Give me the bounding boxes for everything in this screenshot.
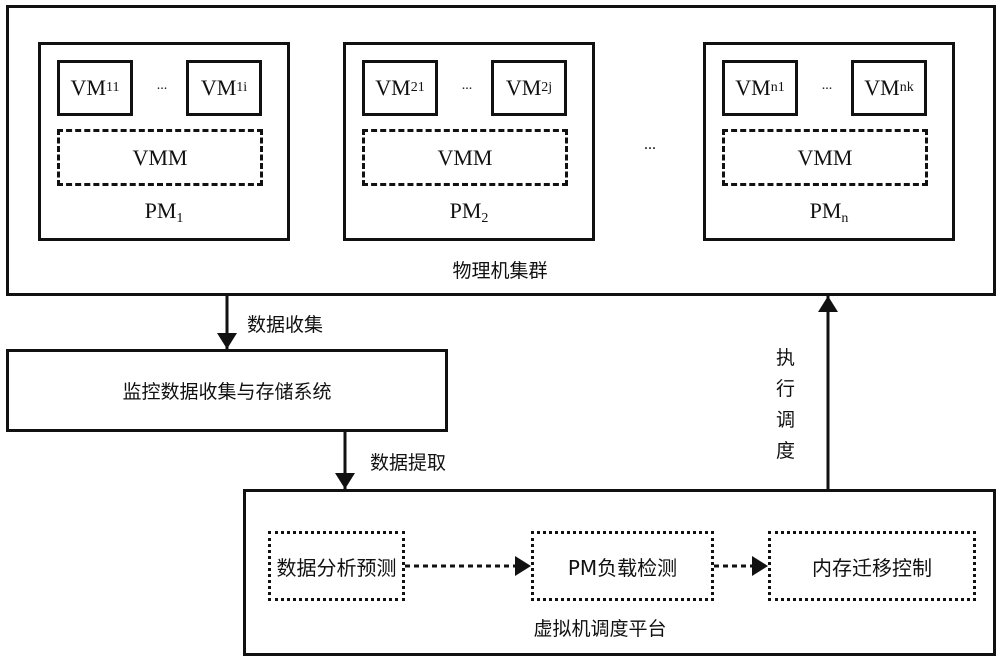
- cluster-ellipsis: ...: [644, 136, 656, 153]
- monitor-label: 监控数据收集与存储系统: [122, 381, 332, 403]
- vmm-box: VMM: [57, 129, 263, 186]
- step-memory-migration: 内存迁移控制: [768, 531, 976, 601]
- pm-name: PM: [144, 198, 177, 223]
- step-data-analysis: 数据分析预测: [268, 531, 405, 601]
- platform-label: 虚拟机调度平台: [533, 618, 667, 640]
- vm-subscript: 2j: [541, 80, 553, 95]
- pm-box: [703, 42, 955, 241]
- execute-char: 调: [776, 409, 796, 431]
- vm-subscript: 1i: [236, 80, 248, 95]
- vmm-label: VMM: [132, 144, 188, 170]
- vm-label: VM: [864, 75, 900, 100]
- pm-box: [38, 42, 290, 241]
- vmm-label: VMM: [797, 144, 853, 170]
- pm-subscript: n: [841, 211, 849, 226]
- vm-subscript: n1: [770, 80, 785, 95]
- pm-label: PMn: [703, 198, 955, 227]
- monitor-storage-box: 监控数据收集与存储系统: [6, 349, 448, 432]
- cluster-label: 物理机集群: [452, 260, 548, 282]
- vm-label: VM: [200, 75, 237, 100]
- pm-label: PM2: [343, 198, 595, 227]
- vm-label: VM: [505, 75, 542, 100]
- vm-label: VM: [735, 75, 771, 100]
- vm-subscript: 21: [410, 80, 425, 95]
- execute-char: 度: [776, 440, 796, 462]
- pm-label: PM1: [38, 198, 290, 227]
- pm-subscript: 2: [481, 211, 489, 226]
- execute-char: 执: [776, 347, 796, 369]
- vm-ellipsis: ...: [156, 78, 168, 93]
- vm-ellipsis: ...: [461, 78, 473, 93]
- pm-subscript: 1: [176, 211, 184, 226]
- scheduling-platform-box: [243, 489, 996, 656]
- collect-label: 数据收集: [247, 314, 324, 336]
- pm-name: PM: [809, 198, 842, 223]
- execute-label: 执 行 调 度: [776, 343, 800, 467]
- extract-label: 数据提取: [370, 452, 447, 474]
- vmm-box: VMM: [722, 129, 928, 186]
- pm-name: PM: [449, 198, 482, 223]
- vm-subscript: 11: [105, 80, 120, 95]
- vm-subscript: nk: [899, 80, 914, 95]
- execute-char: 行: [776, 378, 796, 400]
- physical-cluster-box: [6, 5, 996, 296]
- vmm-label: VMM: [437, 144, 493, 170]
- pm-box: [343, 42, 595, 241]
- vm-label: VM: [375, 75, 411, 100]
- vmm-box: VMM: [362, 129, 568, 186]
- step-pm-load-detect: PM负载检测: [531, 531, 714, 601]
- vm-label: VM: [70, 75, 106, 100]
- vm-ellipsis: ...: [821, 78, 833, 93]
